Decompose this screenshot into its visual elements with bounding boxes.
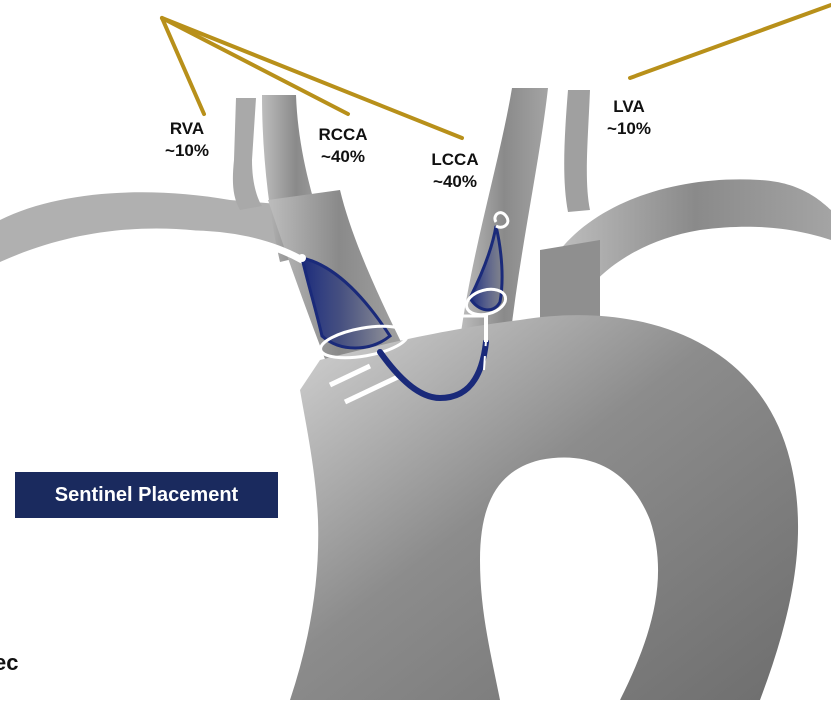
arch-inner-curve bbox=[500, 475, 643, 700]
label-lcca: LCCA ~40% bbox=[415, 149, 495, 193]
cut-off-text: ec bbox=[0, 648, 24, 678]
right-vertebral-artery bbox=[233, 98, 262, 210]
label-rva: RVA ~10% bbox=[152, 118, 222, 162]
label-rva-percent: ~10% bbox=[152, 140, 222, 162]
label-lva-percent: ~10% bbox=[594, 118, 664, 140]
sentinel-placement-badge: Sentinel Placement bbox=[15, 472, 278, 518]
left-vertebral-artery bbox=[564, 90, 590, 212]
label-lva: LVA ~10% bbox=[594, 96, 664, 140]
label-lva-name: LVA bbox=[594, 96, 664, 118]
label-rcca: RCCA ~40% bbox=[303, 124, 383, 168]
left-subclavian-artery bbox=[560, 179, 831, 300]
label-lcca-name: LCCA bbox=[415, 149, 495, 171]
proximal-filter-tip bbox=[298, 254, 306, 262]
leader-line-lva bbox=[630, 5, 831, 78]
label-rva-name: RVA bbox=[152, 118, 222, 140]
label-rcca-percent: ~40% bbox=[303, 146, 383, 168]
label-lcca-percent: ~40% bbox=[415, 171, 495, 193]
label-rcca-name: RCCA bbox=[303, 124, 383, 146]
